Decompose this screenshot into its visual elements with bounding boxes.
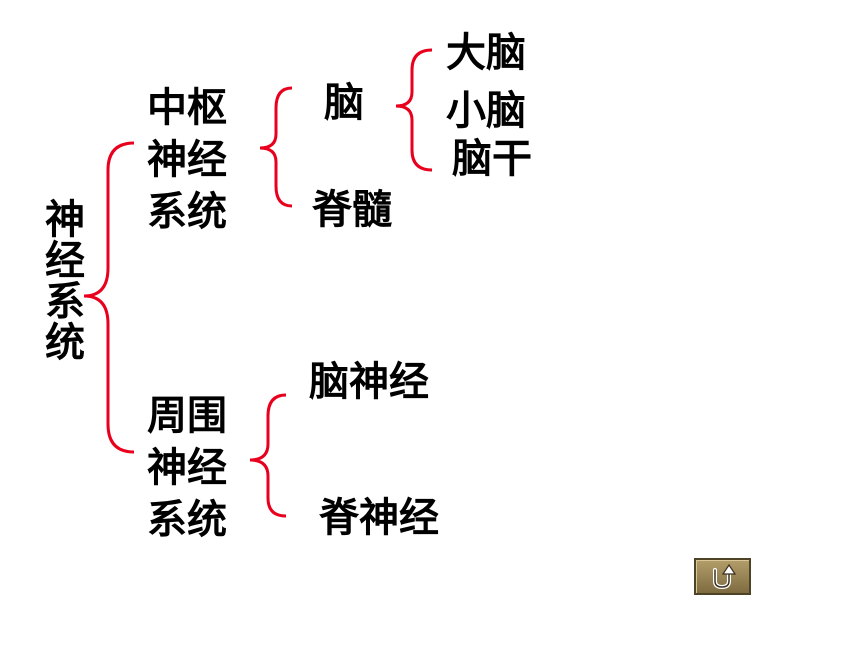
brain-brace xyxy=(395,48,433,172)
peripheral-line-1: 周围 xyxy=(147,393,227,439)
central-line-2: 神经 xyxy=(147,137,227,183)
brainstem-label: 脑干 xyxy=(452,136,532,182)
root-label-char-1: 神 xyxy=(45,197,85,243)
cerebellum-label: 小脑 xyxy=(446,88,526,134)
peripheral-nervous-system-label: 周围 神经 系统 xyxy=(147,390,227,546)
peripheral-line-2: 神经 xyxy=(147,445,227,491)
back-button[interactable] xyxy=(694,558,751,595)
u-turn-back-icon xyxy=(713,563,737,590)
central-line-3: 系统 xyxy=(147,189,227,235)
cranial-nerves-label: 脑神经 xyxy=(309,359,429,405)
root-label-char-3: 系 xyxy=(45,279,85,325)
central-line-1: 中枢 xyxy=(147,85,227,131)
peripheral-line-3: 系统 xyxy=(147,497,227,543)
root-brace xyxy=(83,141,135,454)
root-label-char-4: 统 xyxy=(45,320,85,366)
central-brace xyxy=(259,86,293,208)
spinal-cord-label: 脊髓 xyxy=(312,187,392,233)
root-label-char-2: 经 xyxy=(45,238,85,284)
spinal-nerves-label: 脊神经 xyxy=(319,495,439,541)
root-label: 神经系统 xyxy=(45,200,85,364)
central-nervous-system-label: 中枢 神经 系统 xyxy=(147,82,227,238)
cerebrum-label: 大脑 xyxy=(446,30,526,76)
peripheral-brace xyxy=(249,393,287,518)
brain-label: 脑 xyxy=(324,80,364,126)
